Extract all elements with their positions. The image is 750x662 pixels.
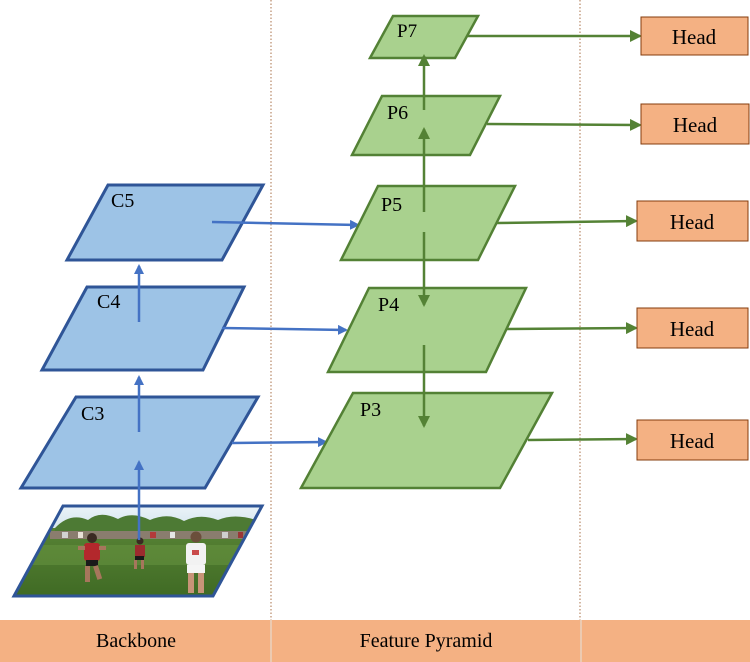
- p3-feature-map: [298, 391, 555, 490]
- head-label-p7: Head: [672, 25, 717, 49]
- arrow-p3-to-head: [527, 433, 638, 446]
- c4-feature-map: [39, 285, 247, 372]
- p6-label: P6: [387, 102, 408, 124]
- p4-label: P4: [378, 294, 399, 316]
- heads-column: Head Head Head Head Head: [636, 16, 750, 461]
- c5-label: C5: [111, 190, 134, 212]
- footer-band: Backbone Feature Pyramid: [0, 620, 750, 662]
- footer-pyramid-label: Feature Pyramid: [360, 630, 493, 652]
- p5-label: P5: [381, 194, 402, 216]
- arrow-c3-to-p3: [231, 437, 328, 448]
- p6-feature-map: [349, 94, 503, 157]
- c4-label: C4: [97, 291, 120, 313]
- arrow-c4-to-p4: [221, 324, 348, 335]
- head-box-p6: [640, 103, 750, 145]
- pyramid-column: P7 P6 P5 P4 P3: [298, 14, 555, 490]
- c5-feature-map: [64, 183, 266, 262]
- runner-white: [186, 531, 206, 593]
- p5-feature-map: [338, 184, 518, 262]
- head-box-p5: [636, 200, 749, 242]
- backbone-column: C5 C4 C3: [11, 183, 266, 598]
- head-box-p7: [640, 16, 749, 56]
- arrow-c5-to-p5: [211, 219, 360, 230]
- c3-label: C3: [81, 403, 104, 425]
- footer-backbone-label: Backbone: [96, 630, 176, 652]
- p3-label: P3: [360, 399, 381, 421]
- p7-label: P7: [397, 21, 417, 42]
- p7-feature-map: [367, 14, 481, 60]
- head-label-p5: Head: [670, 210, 715, 234]
- arrow-p6-to-head: [486, 118, 642, 131]
- head-box-p3: [636, 419, 749, 461]
- p4-feature-map: [325, 286, 528, 374]
- head-label-p3: Head: [670, 429, 715, 453]
- c3-feature-map: [18, 395, 261, 490]
- arrow-p4-to-head: [506, 322, 638, 335]
- head-label-p6: Head: [673, 113, 718, 137]
- arrow-p5-to-head: [496, 215, 638, 228]
- head-box-p4: [636, 307, 749, 349]
- head-label-p4: Head: [670, 317, 715, 341]
- runner-red: [78, 533, 106, 582]
